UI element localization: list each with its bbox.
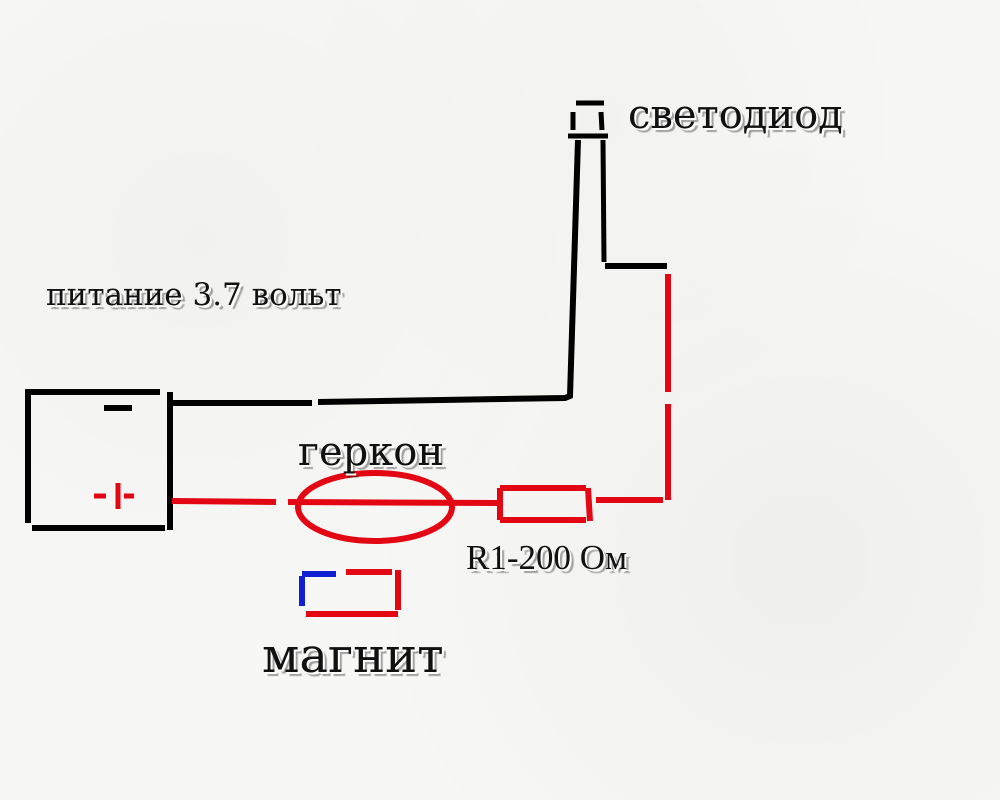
led bbox=[568, 100, 667, 269]
power-label: питание 3.7 вольт bbox=[46, 277, 342, 313]
led-label: светодиод bbox=[628, 92, 843, 138]
negative-wire bbox=[172, 139, 581, 406]
resistor-label: R1-200 Ом bbox=[466, 538, 628, 577]
magnet-label: магнит bbox=[262, 628, 444, 684]
positive-wire bbox=[171, 274, 671, 506]
battery bbox=[25, 389, 173, 531]
battery-plus-terminal bbox=[94, 483, 134, 509]
magnet-red-pole bbox=[306, 569, 401, 617]
magnet-blue-pole bbox=[299, 571, 336, 606]
reed-switch bbox=[295, 470, 455, 544]
magnet bbox=[299, 569, 401, 617]
reed-switch-label: геркон bbox=[298, 429, 444, 475]
resistor bbox=[497, 485, 593, 523]
